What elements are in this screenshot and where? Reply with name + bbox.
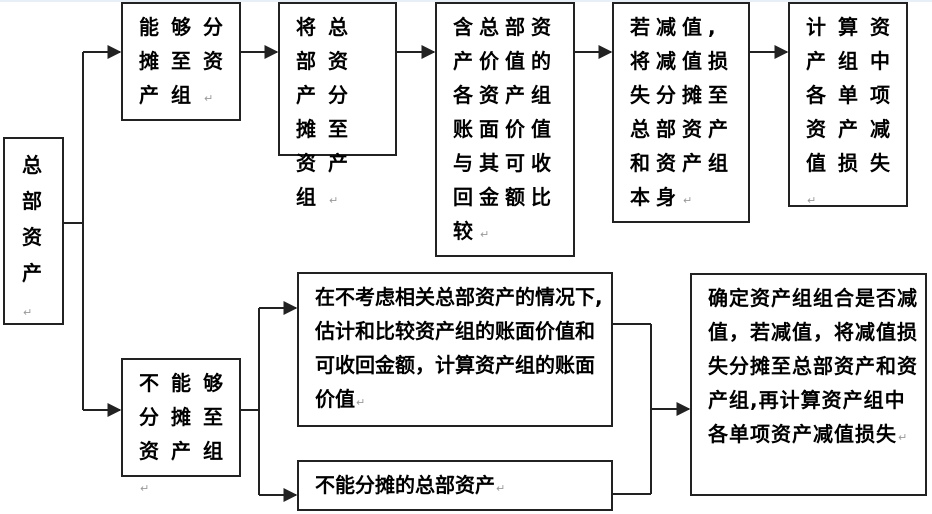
paragraph-mark-icon: ↵ <box>23 306 33 319</box>
paragraph-mark-icon: ↵ <box>898 431 909 444</box>
step-box-4: 计算资产组中各单项资产减值损失↵ <box>788 2 908 207</box>
step-box-3: 若减值,将减值损失分摊至总部资产和资产组本身↵ <box>612 2 750 223</box>
parallel-2-text: 不能分摊的总部资产↵ <box>315 473 506 497</box>
paragraph-mark-icon: ↵ <box>807 194 829 207</box>
top-strip <box>0 0 932 2</box>
result-text: 确定资产组组合是否减值，若减值，将减值损失分摊至总部资产和资产组,再计算资产组中… <box>708 286 918 446</box>
step-box-1: 将总部资产分摊至资产组↵ <box>278 2 397 209</box>
result-box: 确定资产组组合是否减值，若减值，将减值损失分摊至总部资产和资产组,再计算资产组中… <box>690 273 927 496</box>
step-3-text: 若减值,将减值损失分摊至总部资产和资产组本身↵ <box>630 15 734 209</box>
paragraph-mark-icon: ↵ <box>356 396 366 409</box>
parallel-box-2: 不能分摊的总部资产↵ <box>297 460 613 511</box>
root-text: 总部资产↵ <box>22 153 42 319</box>
paragraph-mark-icon: ↵ <box>140 482 162 495</box>
parallel-box-1: 在不考虑相关总部资产的情况下,估计和比较资产组的账面价值和可收回金额，计算资产组… <box>297 272 613 427</box>
not-allocable-box: 不能够分摊至资产组↵ <box>121 358 241 495</box>
not-allocable-label: 不能够分摊至资产组↵ <box>139 371 235 495</box>
root-box-hq-assets: 总部资产↵ <box>3 137 64 325</box>
allocable-box: 能够分摊至资产组↵ <box>121 2 241 121</box>
paragraph-mark-icon: ↵ <box>329 194 351 207</box>
step-4-text: 计算资产组中各单项资产减值损失↵ <box>806 15 902 207</box>
allocable-label: 能够分摊至资产组↵ <box>139 15 235 107</box>
step-box-2: 含总部资产价值的各资产组账面价值与其可收回金额比较↵ <box>435 2 575 257</box>
step-2-text: 含总部资产价值的各资产组账面价值与其可收回金额比较↵ <box>453 15 557 243</box>
paragraph-mark-icon: ↵ <box>204 92 226 105</box>
paragraph-mark-icon: ↵ <box>683 194 699 207</box>
step-1-text: 将总部资产分摊至资产组↵ <box>296 15 360 209</box>
parallel-1-text: 在不考虑相关总部资产的情况下,估计和比较资产组的账面价值和可收回金额，计算资产组… <box>315 285 603 411</box>
paragraph-mark-icon: ↵ <box>496 482 506 495</box>
paragraph-mark-icon: ↵ <box>480 228 496 241</box>
